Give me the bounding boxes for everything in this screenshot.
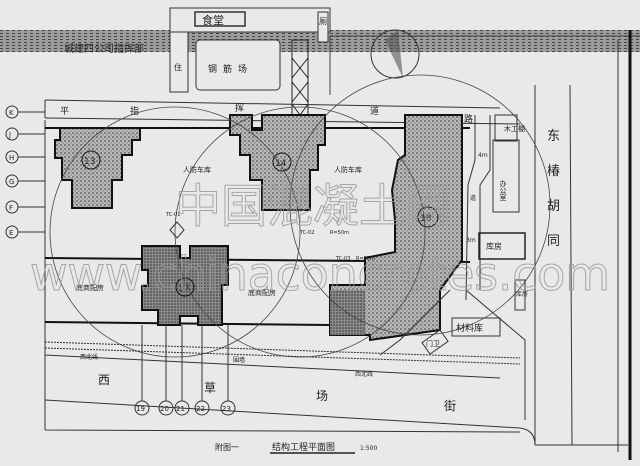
axis-bubble-left: G	[9, 178, 14, 186]
axis-bubble-left: E	[9, 229, 13, 237]
garage-left-label: 人防车库	[183, 165, 211, 174]
building-18	[329, 114, 463, 342]
fence-label-left: 西北线	[80, 353, 98, 361]
road-east-char: 东	[547, 129, 560, 144]
axis-left-group: K J H G F E	[5, 105, 45, 239]
material-label: 材料库	[456, 322, 483, 334]
garage-right-label: 人防车库	[334, 165, 362, 174]
drawing-title: 结构工程平面图	[272, 441, 335, 453]
building-17-number: 17	[178, 284, 189, 294]
road-north-char: 路	[464, 113, 473, 125]
axis-bubble-bottom: 20	[160, 405, 169, 413]
building-18-number: 18	[420, 214, 432, 224]
crane-tc2-radius: R=50m	[330, 230, 349, 236]
figure-number: 附图一	[215, 442, 239, 452]
drawing-scale: 1:500	[360, 445, 377, 452]
warehouse-block	[478, 232, 526, 260]
crane-tc3-label: TC-03	[335, 256, 350, 262]
building-13-number: 13	[84, 157, 95, 167]
wall-label: 围墙	[233, 356, 245, 364]
crane-tc2-label: TC-02	[299, 230, 314, 236]
crane-radius-tc1	[49, 106, 301, 358]
hq-label: 城建四公司指挥部	[64, 42, 144, 55]
building-14-number: 14	[275, 159, 287, 169]
fence-label-right: 西北线	[355, 370, 373, 378]
dorm-label: 住	[174, 62, 182, 72]
axis-bubble-bottom: 21	[176, 405, 185, 413]
road-north-char: 指	[130, 105, 139, 117]
axis-bubble-bottom: 22	[196, 405, 205, 413]
building-14	[229, 114, 326, 211]
crane-tc1-label: TC-01	[165, 212, 180, 218]
crane-tc3-radius: R=55m	[356, 256, 375, 262]
canteen-label: 食堂	[202, 13, 224, 27]
warehouse2-label: 库房	[516, 290, 528, 298]
road-north-char: 挥	[235, 102, 244, 114]
building-13	[54, 127, 141, 209]
material-store	[451, 317, 501, 337]
inner-road-label: 道	[470, 194, 476, 202]
axis-bubble-bottom: 19	[136, 405, 145, 413]
axis-bottom-group: 19 20 21 22 23	[134, 325, 236, 416]
watermark-cn: 中国混凝土网	[175, 179, 451, 233]
north-arrow	[370, 29, 420, 79]
axis-bubble-left: F	[9, 204, 13, 212]
road-east-char: 胡	[547, 199, 560, 214]
crane-radius-tc3	[289, 74, 551, 336]
axis-bubble-bottom: 23	[222, 405, 231, 413]
road-north-char: 平	[60, 106, 69, 117]
axis-bubble-left: K	[9, 109, 14, 117]
road-east-char: 同	[547, 234, 560, 249]
shed-label: 木工棚	[504, 124, 525, 133]
axis-bubble-left: H	[9, 154, 14, 162]
office-label: 办公室	[499, 179, 507, 201]
shop-left-label: 底商配房	[76, 283, 104, 292]
guard-label: 门卫	[426, 339, 440, 348]
watermark-url: www.chinaconcretes.com	[30, 247, 610, 301]
toilet-label: 厕	[319, 17, 327, 26]
warehouse-label: 库房	[486, 241, 502, 251]
building-17	[141, 245, 229, 326]
road-south-char: 街	[444, 399, 456, 413]
road-south-char: 西	[98, 373, 110, 387]
canteen-block	[169, 7, 331, 33]
dim-4m: 4m	[478, 152, 488, 159]
road-south-char: 场	[316, 389, 328, 403]
dim-3m: 3m	[466, 237, 476, 244]
axis-bubble-left: J	[8, 131, 11, 139]
rebar-yard-label: 钢筋场	[208, 63, 253, 75]
shop-right-label: 底商配房	[248, 288, 276, 297]
road-south-char: 草	[204, 381, 216, 395]
road-east-char: 椿	[547, 164, 560, 179]
road-north-char: 道	[370, 105, 379, 117]
